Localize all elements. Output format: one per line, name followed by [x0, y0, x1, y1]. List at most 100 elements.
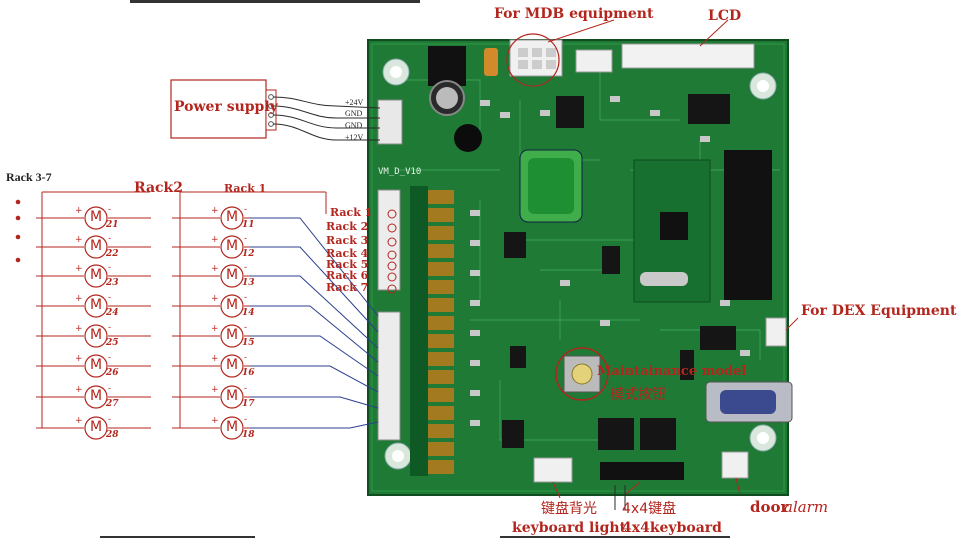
- rack1-motor-symbol-15: M: [226, 327, 239, 343]
- callout-lines: [547, 19, 799, 499]
- rack1-motor-minus-18: -: [244, 415, 248, 425]
- rack-connector-label-2: Rack 2: [326, 220, 369, 233]
- rack2-motor-plus-28: +: [75, 416, 83, 426]
- rack2-motor-minus-28: -: [108, 415, 112, 425]
- rack2-motor-24: [36, 294, 151, 318]
- rack-pin-1: [387, 209, 397, 219]
- rack2-bracket: [41, 191, 150, 428]
- rack1-motor-number-13: 13: [242, 278, 255, 288]
- rack2-motor-number-22: 22: [106, 249, 119, 259]
- rack-connector-label-1: Rack 1: [330, 206, 373, 219]
- door-label: door: [750, 498, 789, 516]
- rack1-motor-number-12: 12: [242, 249, 255, 259]
- power-supply-label: Power supply: [174, 99, 278, 115]
- rack2-motor-number-28: 28: [106, 430, 119, 440]
- rack-connector-label-5: Rack 5: [326, 258, 369, 271]
- rack-pin-4: [387, 250, 397, 260]
- rack2-motor-minus-23: -: [108, 263, 112, 273]
- rack2-motor-number-25: 25: [106, 338, 119, 348]
- kb-light-label-cn: 键盘背光: [541, 501, 597, 517]
- rack2-motor-minus-21: -: [108, 205, 112, 215]
- maint-label-cn: 模式按钮: [610, 387, 666, 403]
- rack-connector-label-6: Rack 6: [326, 269, 369, 282]
- kb4-label-en: 4x4keyboard: [622, 520, 722, 536]
- rack2-motor-symbol-26: M: [90, 357, 103, 373]
- alarm-label: alarm: [784, 498, 829, 516]
- rack1-motor-minus-14: -: [244, 293, 248, 303]
- pcb-board: [367, 33, 793, 496]
- rack1-motor-plus-11: +: [211, 206, 219, 216]
- top-strip: [130, 0, 420, 3]
- board-name: VM_D_V10: [378, 167, 422, 177]
- rack2-motor-plus-27: +: [75, 385, 83, 395]
- rack1-motor-minus-13: -: [244, 263, 248, 273]
- rack1-motor-plus-13: +: [211, 264, 219, 274]
- rack1-motor-symbol-13: M: [226, 267, 239, 283]
- rack1-motor-plus-15: +: [211, 324, 219, 334]
- rack2-motor-number-23: 23: [106, 278, 119, 288]
- rack3-7-label: Rack 3-7: [6, 170, 52, 184]
- rack-connector-label-7: Rack 7: [326, 281, 369, 294]
- rack2-motor-plus-26: +: [75, 354, 83, 364]
- rack1-motor-symbol-12: M: [226, 238, 239, 254]
- rack1-motor-minus-11: -: [244, 205, 248, 215]
- rack2-motor-27: [36, 385, 151, 409]
- rack1-motor-plus-17: +: [211, 385, 219, 395]
- rack2-motor-symbol-27: M: [90, 388, 103, 404]
- rack2-motor-22: [36, 235, 151, 259]
- rack2-motor-symbol-23: M: [90, 267, 103, 283]
- rack1-motor-number-18: 18: [242, 430, 255, 440]
- rack1-motor-number-17: 17: [242, 399, 255, 409]
- rack2-motor-plus-22: +: [75, 235, 83, 245]
- dex-label: For DEX Equipment: [801, 303, 957, 319]
- bottom-strip-2: [500, 536, 730, 538]
- rack1-motor-minus-12: -: [244, 234, 248, 244]
- rack2-motor-21: [36, 206, 151, 230]
- rack2-motor-number-26: 26: [106, 368, 119, 378]
- rack2-motor-minus-22: -: [108, 234, 112, 244]
- rack1-motor-number-14: 14: [242, 308, 255, 318]
- rack2-motor-28: [36, 416, 151, 440]
- bottom-wires: [614, 485, 626, 510]
- rack-pin-2: [387, 223, 397, 233]
- rack1-motor-number-16: 16: [242, 368, 255, 378]
- rack1-motor-symbol-16: M: [226, 357, 239, 373]
- rack2-motor-symbol-21: M: [90, 209, 103, 225]
- rack3-7-dots: [15, 199, 21, 263]
- rack2-label: Rack2: [134, 180, 183, 196]
- rack2-motor-plus-21: +: [75, 206, 83, 216]
- maint-label-en: Maintainance model: [597, 364, 747, 379]
- rack2-motor-26: [36, 354, 151, 378]
- rack-connector-label-4: Rack 4: [326, 247, 369, 260]
- rack2-motor-minus-25: -: [108, 323, 112, 333]
- lcd-label: LCD: [708, 8, 742, 24]
- rack-connector-pins: [387, 209, 397, 294]
- power-supply-box: [170, 79, 277, 139]
- rack1-label: Rack 1: [224, 182, 267, 195]
- rack1-motor-plus-16: +: [211, 354, 219, 364]
- rack1-wiring: [250, 217, 379, 429]
- mdb-label: For MDB equipment: [494, 6, 654, 22]
- rack-pin-7: [387, 284, 397, 294]
- rack1-motor-minus-15: -: [244, 323, 248, 333]
- kb4-label-cn: 4x4键盘: [622, 501, 677, 517]
- rack2-motor-number-27: 27: [106, 399, 119, 409]
- rack1-motor-symbol-17: M: [226, 388, 239, 404]
- rack1-motor-symbol-11: M: [226, 209, 239, 225]
- rack2-motor-symbol-24: M: [90, 297, 103, 313]
- rack1-motor-plus-14: +: [211, 294, 219, 304]
- rack2-motor-plus-23: +: [75, 264, 83, 274]
- rack2-motor-minus-26: -: [108, 353, 112, 363]
- rack-pin-6: [387, 272, 397, 282]
- rack1-motor-number-11: 11: [242, 220, 255, 230]
- rack1-motor-minus-16: -: [244, 353, 248, 363]
- rack2-motor-minus-24: -: [108, 293, 112, 303]
- kb-light-label-en: keyboard light: [512, 520, 627, 536]
- gnd2-label: GND: [345, 121, 363, 130]
- rack2-motor-25: [36, 324, 151, 348]
- bottom-strip: [100, 536, 255, 538]
- rack2-motor-plus-24: +: [75, 294, 83, 304]
- rack2-motor-symbol-28: M: [90, 419, 103, 435]
- rack1-bracket: [179, 191, 327, 428]
